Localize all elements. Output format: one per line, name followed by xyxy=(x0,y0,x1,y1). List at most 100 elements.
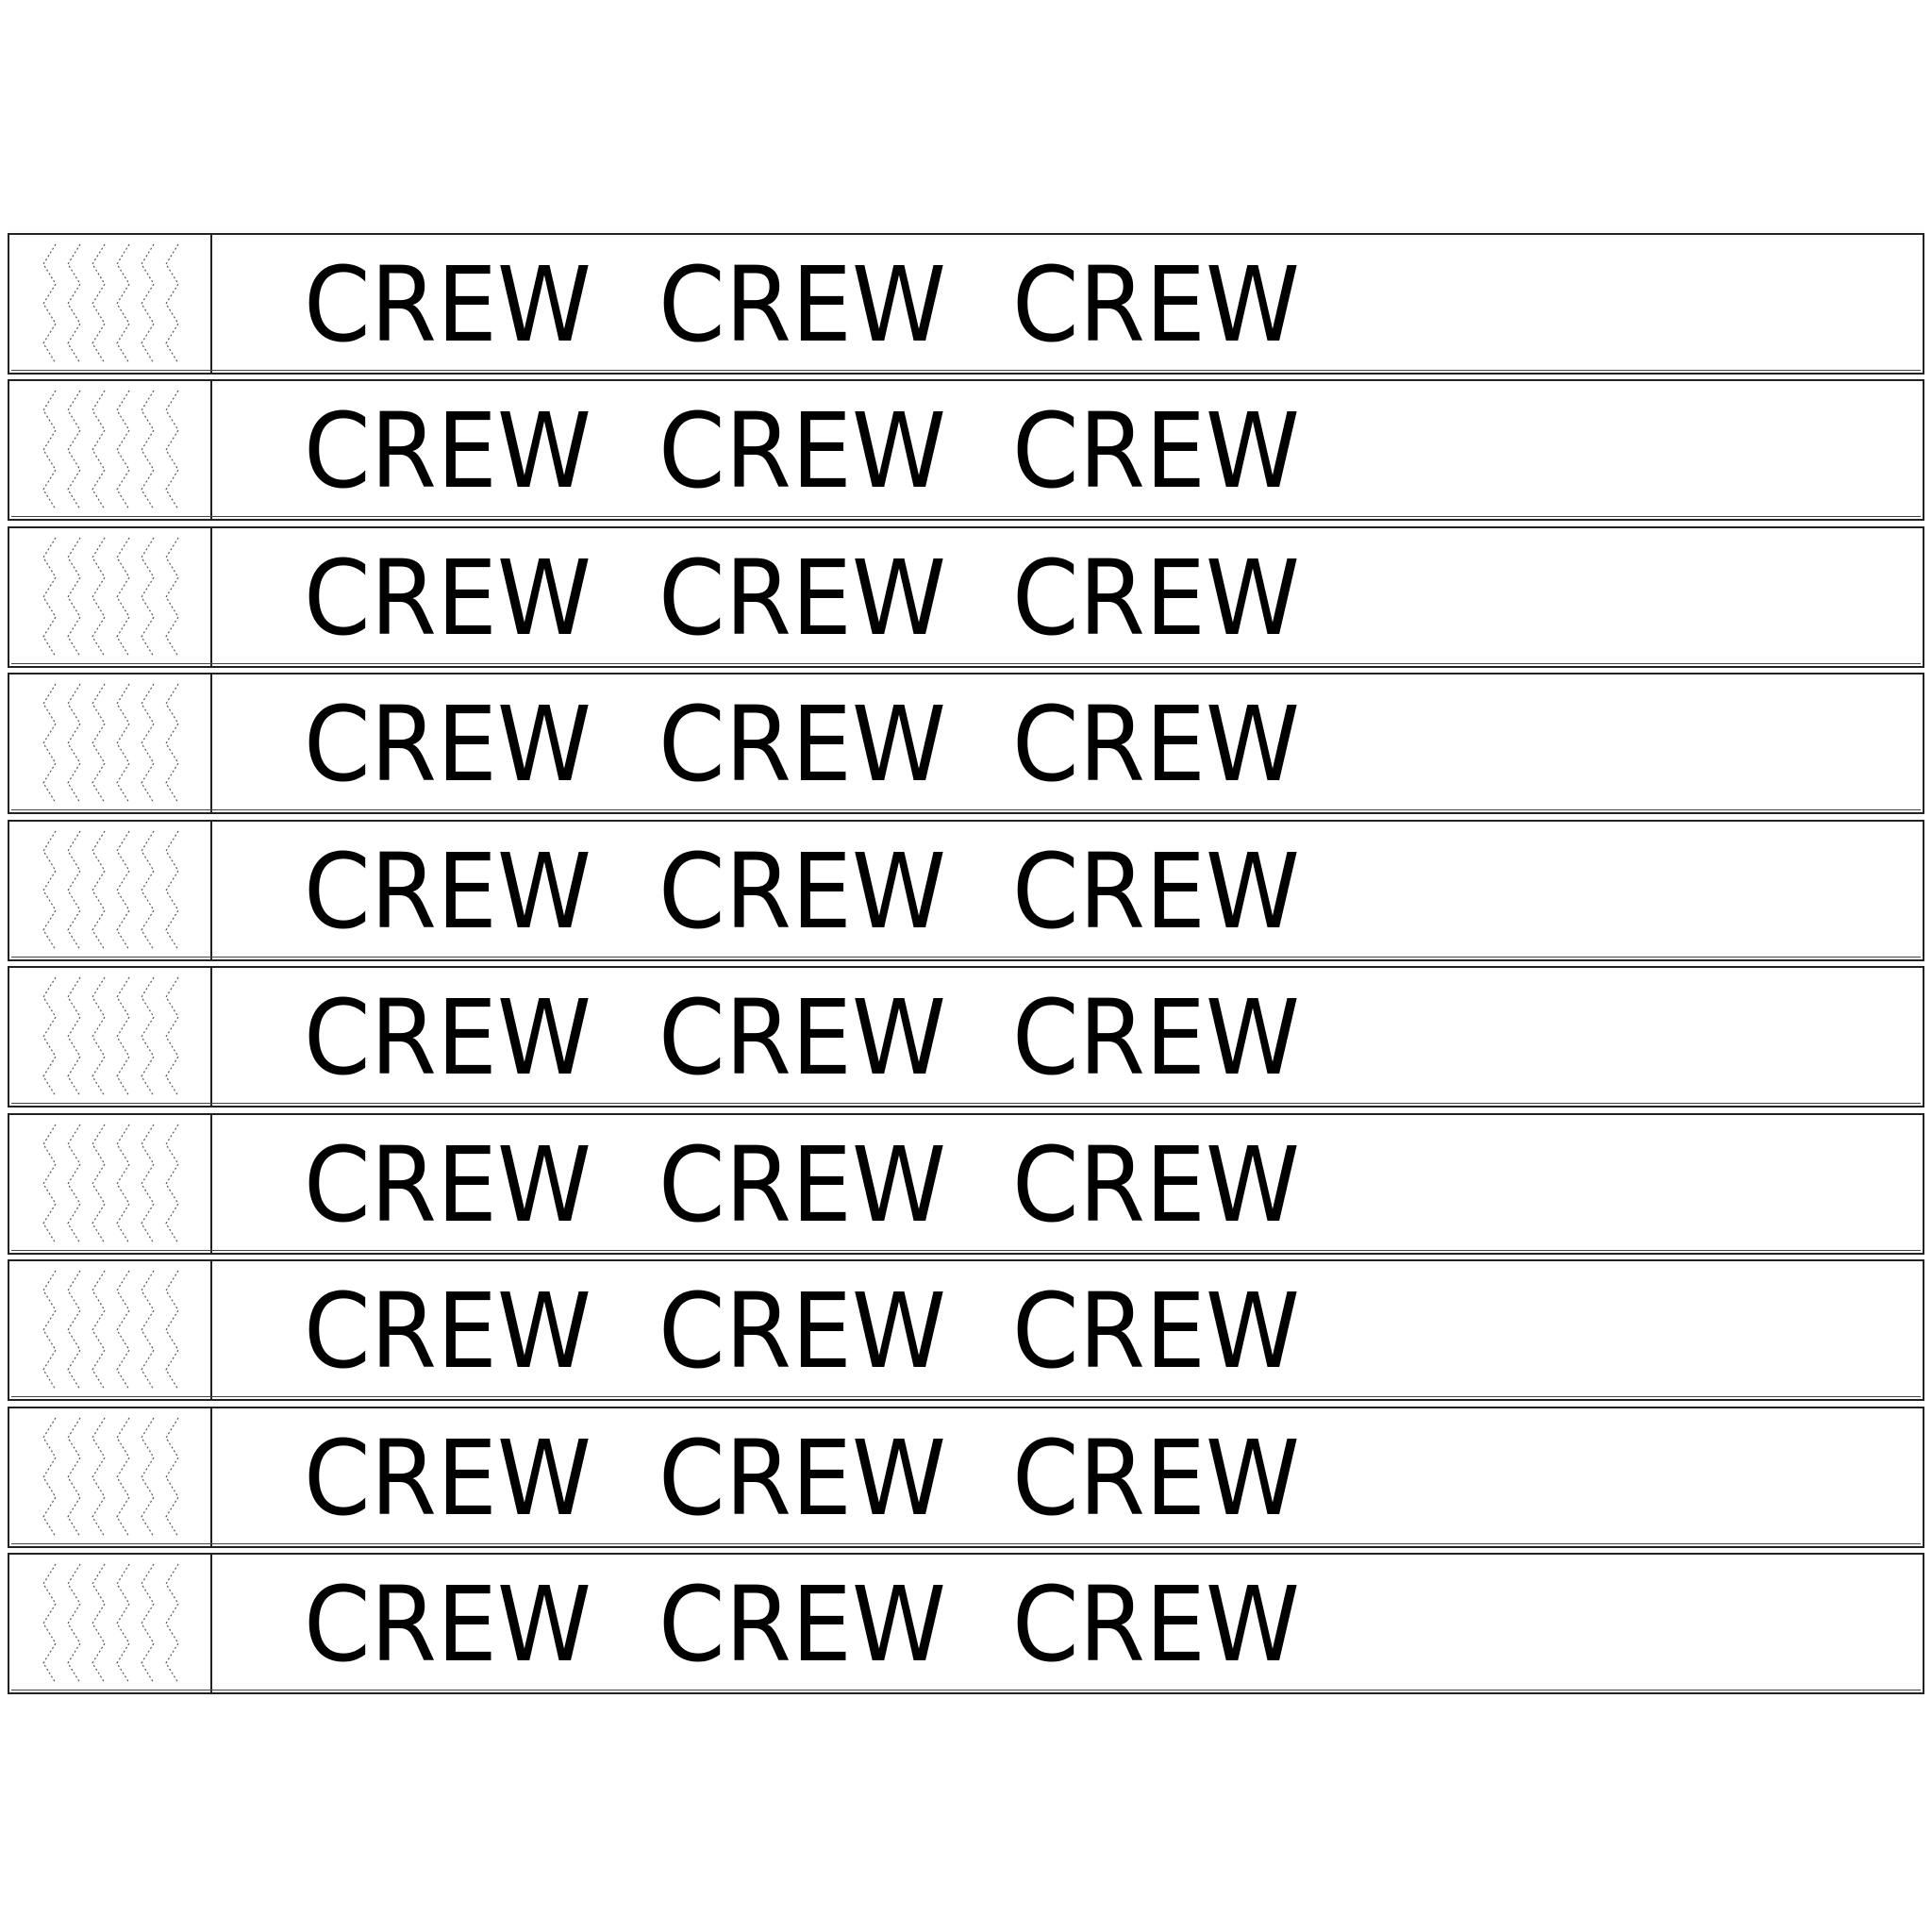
crew-label: CREW xyxy=(1012,244,1300,365)
adhesive-tab xyxy=(9,235,212,373)
crew-label: CREW xyxy=(1012,684,1300,805)
crew-label: CREW xyxy=(304,831,591,952)
slit-line xyxy=(92,830,106,951)
crew-label: CREW xyxy=(658,538,946,658)
perforated-chevron-slits-icon xyxy=(42,683,179,804)
crew-label: CREW xyxy=(1012,538,1300,658)
perforated-chevron-slits-icon xyxy=(42,243,179,364)
perforated-chevron-slits-icon xyxy=(42,976,179,1097)
crew-label: CREW xyxy=(304,391,591,511)
slit-line xyxy=(92,390,106,510)
crew-label: CREW xyxy=(1012,977,1300,1098)
slit-line xyxy=(165,976,179,1097)
wristband: CREW CREW CREW xyxy=(8,1113,1924,1255)
wristband: CREW CREW CREW xyxy=(8,820,1924,961)
perforated-chevron-slits-icon xyxy=(42,1563,179,1684)
crew-label: CREW xyxy=(304,244,591,365)
wristband: CREW CREW CREW xyxy=(8,526,1924,668)
slit-line xyxy=(42,830,57,951)
slit-line xyxy=(116,1270,130,1391)
crew-label: CREW xyxy=(304,1271,591,1391)
perforated-chevron-slits-icon xyxy=(42,537,179,658)
crew-label: CREW xyxy=(658,1418,946,1539)
perforated-chevron-slits-icon xyxy=(42,1270,179,1391)
crew-label: CREW xyxy=(1012,1271,1300,1391)
slit-line xyxy=(67,1270,81,1391)
wristband: CREW CREW CREW xyxy=(8,379,1924,521)
slit-line xyxy=(141,1417,155,1538)
crew-label: CREW xyxy=(658,977,946,1098)
slit-line xyxy=(42,243,57,364)
adhesive-tab xyxy=(9,528,212,666)
slit-line xyxy=(67,683,81,804)
slit-line xyxy=(165,537,179,658)
slit-line xyxy=(67,537,81,658)
perforated-chevron-slits-icon xyxy=(42,1417,179,1538)
crew-label: CREW xyxy=(658,244,946,365)
slit-line xyxy=(165,243,179,364)
slit-line xyxy=(141,243,155,364)
adhesive-tab xyxy=(9,1408,212,1546)
crew-label: CREW xyxy=(658,684,946,805)
slit-line xyxy=(116,243,130,364)
crew-label: CREW xyxy=(658,1124,946,1245)
slit-line xyxy=(42,1270,57,1391)
slit-line xyxy=(92,243,106,364)
slit-line xyxy=(92,1270,106,1391)
slit-line xyxy=(141,830,155,951)
slit-line xyxy=(67,976,81,1097)
crew-label: CREW xyxy=(658,831,946,952)
crew-label: CREW xyxy=(1012,1124,1300,1245)
slit-line xyxy=(67,830,81,951)
slit-line xyxy=(141,1563,155,1684)
wristband: CREW CREW CREW xyxy=(8,673,1924,814)
slit-line xyxy=(92,683,106,804)
adhesive-tab xyxy=(9,968,212,1106)
slit-line xyxy=(165,1124,179,1244)
slit-line xyxy=(67,1124,81,1244)
slit-line xyxy=(141,390,155,510)
perforated-chevron-slits-icon xyxy=(42,1124,179,1244)
slit-line xyxy=(92,1417,106,1538)
slit-line xyxy=(92,1563,106,1684)
slit-line xyxy=(42,390,57,510)
slit-line xyxy=(92,537,106,658)
wristband: CREW CREW CREW xyxy=(8,1553,1924,1694)
crew-label: CREW xyxy=(304,977,591,1098)
slit-line xyxy=(141,537,155,658)
crew-label: CREW xyxy=(1012,1418,1300,1539)
slit-line xyxy=(92,1124,106,1244)
slit-line xyxy=(67,243,81,364)
crew-label: CREW xyxy=(304,684,591,805)
crew-label: CREW xyxy=(304,1124,591,1245)
slit-line xyxy=(67,390,81,510)
slit-line xyxy=(42,1563,57,1684)
slit-line xyxy=(42,683,57,804)
slit-line xyxy=(165,390,179,510)
slit-line xyxy=(42,537,57,658)
slit-line xyxy=(141,976,155,1097)
crew-label: CREW xyxy=(658,1564,946,1685)
crew-label: CREW xyxy=(1012,831,1300,952)
adhesive-tab xyxy=(9,381,212,519)
slit-line xyxy=(42,976,57,1097)
slit-line xyxy=(116,390,130,510)
crew-label: CREW xyxy=(304,1564,591,1685)
slit-line xyxy=(67,1417,81,1538)
wristband: CREW CREW CREW xyxy=(8,966,1924,1108)
adhesive-tab xyxy=(9,1261,212,1399)
slit-line xyxy=(165,830,179,951)
slit-line xyxy=(42,1124,57,1244)
adhesive-tab xyxy=(9,675,212,812)
slit-line xyxy=(67,1563,81,1684)
perforated-chevron-slits-icon xyxy=(42,830,179,951)
crew-label: CREW xyxy=(658,391,946,511)
slit-line xyxy=(116,830,130,951)
slit-line xyxy=(165,1270,179,1391)
slit-line xyxy=(165,683,179,804)
adhesive-tab xyxy=(9,1115,212,1253)
perforated-chevron-slits-icon xyxy=(42,390,179,510)
wristband: CREW CREW CREW xyxy=(8,233,1924,375)
slit-line xyxy=(165,1563,179,1684)
